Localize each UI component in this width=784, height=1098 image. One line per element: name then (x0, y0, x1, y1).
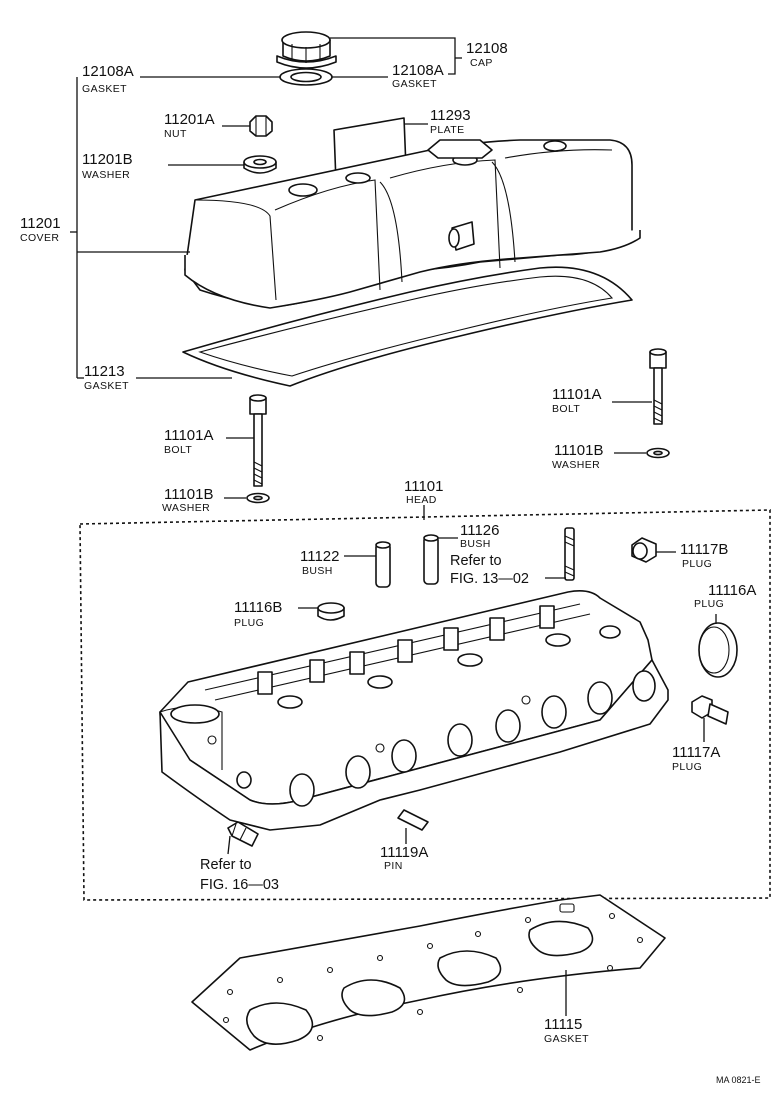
bush-11126-number: 11126 (460, 522, 500, 539)
bush-11126-illustration (423, 534, 439, 585)
gasket-11115-name: GASKET (544, 1033, 589, 1045)
cap-illustration (276, 31, 337, 69)
cover-gasket-illustration (182, 266, 633, 387)
washer-11201b-name: WASHER (82, 169, 130, 181)
nut-11201a-number: 11201A (164, 111, 215, 128)
gasket-11213-name: GASKET (84, 380, 129, 392)
left-washer-illustration (246, 492, 270, 504)
ref-fig-16-03-line1: Refer to (200, 857, 252, 873)
nut-11201a-name: NUT (164, 128, 187, 140)
plate-11293-name: PLATE (430, 124, 464, 136)
bolt-11101a-right-number: 11101A (552, 386, 602, 403)
left-bolt-illustration (249, 394, 267, 487)
bolt-11101a-left-name: BOLT (164, 444, 192, 456)
gasket-12108a-right-number: 12108A (392, 62, 444, 79)
bush-11122-number: 11122 (300, 548, 340, 565)
plug-11117a-name: PLUG (672, 761, 702, 773)
plug-11116a-number: 11116A (708, 582, 756, 599)
bolt-11101a-left-number: 11101A (164, 427, 214, 444)
plug-11116b-illustration (317, 602, 345, 621)
head-gasket-illustration (191, 894, 666, 1051)
cap-12108-name: CAP (470, 57, 493, 69)
plug-11116b-number: 11116B (234, 599, 282, 616)
ref-fig-13-02-line1: Refer to (450, 553, 502, 569)
cap-12108-number: 12108 (466, 40, 508, 57)
cover-illustration (184, 139, 641, 309)
pin-11119a-name: PIN (384, 860, 403, 872)
plug-11117b-name: PLUG (682, 558, 712, 570)
ref-fig-13-02-line2: FIG. 13—02 (450, 571, 529, 587)
plug-11117b-illustration (631, 537, 657, 563)
plug-11117a-illustration (691, 695, 729, 725)
head-11101-name: HEAD (406, 494, 437, 506)
plug-11116a-name: PLUG (694, 598, 724, 610)
plug-11116b-name: PLUG (234, 617, 264, 629)
fitting-illustration (227, 821, 259, 847)
right-washer-illustration (646, 447, 670, 459)
cylinder-head-illustration (159, 590, 669, 831)
leader-lines (70, 37, 717, 1016)
gasket-12108a-left-name: GASKET (82, 83, 127, 95)
washer-11101b-left-number: 11101B (164, 486, 214, 503)
cover-11201-number: 11201 (20, 215, 61, 232)
washer-11101b-right-name: WASHER (552, 459, 600, 471)
gasket-12108a-left-number: 12108A (82, 63, 134, 80)
head-11101-number: 11101 (404, 478, 444, 495)
cover-11201-name: COVER (20, 232, 59, 244)
bolt-11101a-right-name: BOLT (552, 403, 580, 415)
drawing-code: MA 0821-E (716, 1075, 761, 1085)
gasket-11213-number: 11213 (84, 363, 125, 380)
cover-washer-illustration (243, 155, 277, 174)
bush-11122-illustration (375, 541, 391, 588)
right-bolt-illustration (649, 348, 667, 425)
gasket-11115-number: 11115 (544, 1016, 582, 1033)
pin-11119a-number: 11119A (380, 844, 428, 861)
washer-11101b-right-number: 11101B (554, 442, 604, 459)
plug-11117a-number: 11117A (672, 744, 720, 761)
plate-11293-number: 11293 (430, 107, 471, 124)
washer-11101b-left-name: WASHER (162, 502, 210, 514)
ref-fig-16-03-line2: FIG. 16—03 (200, 877, 279, 893)
cap-gasket-illustration (279, 68, 333, 86)
gasket-12108a-right-name: GASKET (392, 78, 437, 90)
stud-illustration (564, 527, 575, 581)
pin-illustration (397, 809, 429, 831)
plug-11116a-illustration (698, 622, 738, 678)
washer-11201b-number: 11201B (82, 151, 133, 168)
bush-11126-name: BUSH (460, 538, 491, 550)
nut-illustration (249, 115, 273, 137)
bush-11122-name: BUSH (302, 565, 333, 577)
plug-11117b-number: 11117B (680, 541, 728, 558)
